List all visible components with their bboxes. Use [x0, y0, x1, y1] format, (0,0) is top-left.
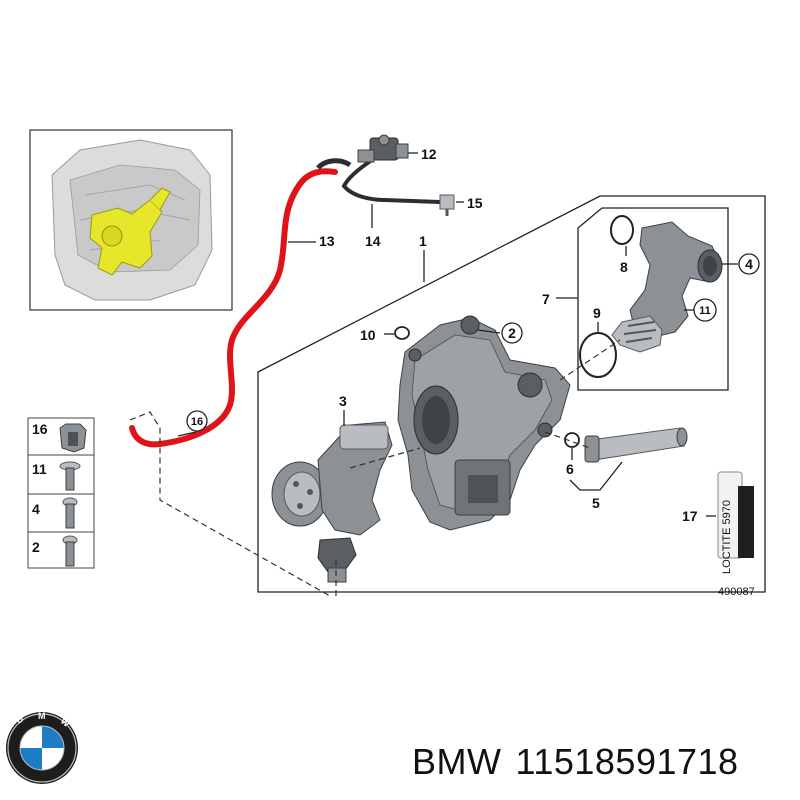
- svg-text:4: 4: [745, 256, 753, 272]
- legend-label-16: 16: [32, 421, 48, 437]
- hose-connector: [316, 158, 352, 170]
- clip-part-15: [439, 194, 455, 216]
- o-ring-part-10: [394, 326, 410, 340]
- svg-text:9: 9: [593, 305, 601, 321]
- callout-9: 9: [593, 305, 601, 334]
- callout-17: 17: [682, 508, 716, 524]
- pipe-part-5: [584, 427, 688, 463]
- callout-14: 14: [365, 204, 381, 249]
- svg-text:1: 1: [419, 233, 427, 249]
- auxiliary-pump: [271, 421, 393, 583]
- dashed-leader-thermo: [559, 339, 621, 381]
- callout-6: 6: [566, 448, 574, 477]
- o-ring-part-8: [610, 215, 634, 245]
- callout-10: 10: [360, 327, 394, 343]
- svg-text:11: 11: [699, 305, 711, 317]
- bolt-icon-11: [59, 461, 81, 491]
- svg-text:17: 17: [682, 508, 698, 524]
- o-ring-part-6: [564, 432, 580, 448]
- bolt-icon-2: [62, 535, 78, 567]
- bmw-logo-icon: B M W: [6, 711, 78, 784]
- svg-text:13: 13: [319, 233, 335, 249]
- diagram-number: 490087: [718, 586, 755, 598]
- callout-5: 5: [569, 461, 623, 511]
- callout-12: 12: [408, 146, 437, 162]
- svg-text:15: 15: [467, 195, 483, 211]
- fastener-legend: 16 11 4 2: [27, 417, 95, 569]
- svg-text:16: 16: [191, 416, 203, 428]
- callout-3: 3: [339, 393, 347, 426]
- svg-text:8: 8: [620, 259, 628, 275]
- svg-text:3: 3: [339, 393, 347, 409]
- highlighted-water-pump: [89, 187, 171, 276]
- water-pump-housing: [397, 315, 571, 531]
- callout-2: 2: [477, 322, 523, 344]
- callout-4: 4: [722, 253, 760, 275]
- part-number: 11518591718: [515, 741, 739, 782]
- svg-text:12: 12: [421, 146, 437, 162]
- svg-text:2: 2: [508, 325, 516, 341]
- callout-11: 11: [684, 298, 717, 322]
- sealant-label: LOCTITE 5970: [721, 500, 733, 574]
- clip-icon: [59, 423, 87, 453]
- callout-15: 15: [456, 195, 483, 211]
- callout-1: 1: [419, 233, 427, 282]
- coolant-hose-red: [129, 168, 338, 448]
- dashed-leader-hose: [129, 411, 331, 597]
- valve-part-12: [357, 134, 409, 163]
- bolt-icon-4: [62, 497, 78, 529]
- thermostat-housing: [611, 221, 723, 353]
- vent-hose-dark: [341, 158, 441, 204]
- engine-overview-image: [51, 139, 213, 301]
- brand-name: BMW: [412, 741, 502, 782]
- legend-label-11: 11: [32, 461, 47, 477]
- svg-text:5: 5: [592, 495, 600, 511]
- svg-text:14: 14: [365, 233, 381, 249]
- svg-text:M: M: [38, 711, 46, 721]
- dashed-leader-pipe: [544, 431, 591, 449]
- dashed-leader-aux: [349, 447, 421, 469]
- svg-text:7: 7: [542, 291, 550, 307]
- callout-16-circle: 16: [177, 410, 208, 437]
- callout-8: 8: [620, 246, 628, 275]
- legend-label-2: 2: [32, 539, 40, 555]
- sealant-tube-part-17: LOCTITE 5970: [717, 471, 754, 574]
- callout-13: 13: [288, 233, 335, 249]
- footer-part-number: BMW 11518591718: [412, 741, 753, 783]
- svg-text:B: B: [14, 713, 26, 725]
- thermostat-subframe: [577, 207, 729, 391]
- svg-text:6: 6: [566, 461, 574, 477]
- svg-text:10: 10: [360, 327, 376, 343]
- legend-label-4: 4: [32, 501, 40, 517]
- callout-7: 7: [542, 291, 578, 307]
